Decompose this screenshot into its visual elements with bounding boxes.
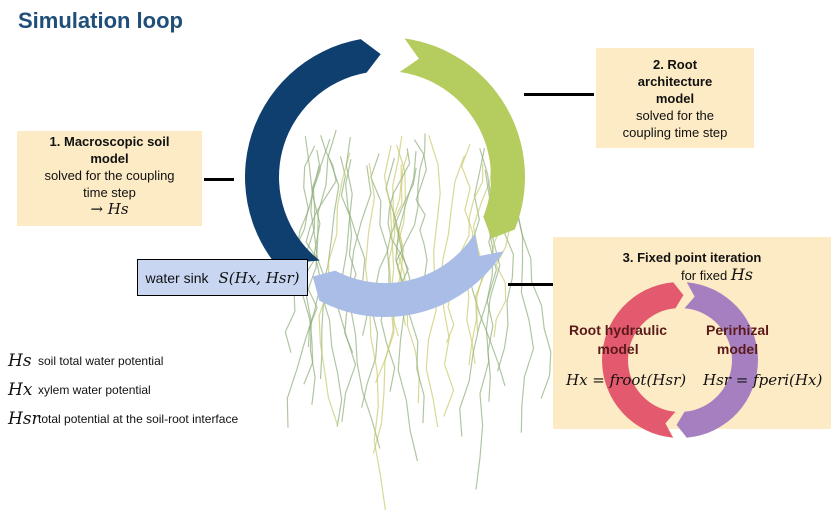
root-strand [298, 149, 321, 348]
root-strand [479, 148, 494, 402]
connector-step3 [508, 283, 553, 286]
connector-step1 [204, 178, 234, 181]
legend-text: xylem water potential [38, 383, 151, 397]
step3-box: 3. Fixed point iteration for fixed Hs [553, 237, 831, 429]
water-sink-box: water sink S(Hx, Hsr) [137, 259, 308, 296]
root-strand [305, 129, 337, 405]
root-hydraulic-arrow [601, 282, 684, 438]
step1-box: 1. Macroscopic soil model solved for the… [17, 131, 202, 226]
root-hydraulic-label: Root hydraulic model [568, 322, 667, 357]
step3-heading: 3. Fixed point iteration [622, 250, 762, 265]
page-title: Simulation loop [18, 8, 183, 33]
legend-item: Hx xylem water potential [8, 380, 151, 400]
step2-box: 2. Root architecture model solved for th… [596, 48, 754, 148]
perirhizal-arrow [676, 282, 758, 438]
perirhizal-label: Perirhizal model [705, 322, 770, 357]
root-strand [364, 163, 386, 511]
legend-symbol: Hx [8, 380, 33, 400]
perirhizal-equation: Hsr = fperi(Hx) [703, 371, 823, 389]
step3-var: Hs [730, 265, 754, 284]
root-architecture-arrow [399, 38, 525, 239]
legend-text: total potential at the soil-root interfa… [38, 412, 239, 426]
root-strand [370, 153, 396, 392]
step2-text: solved for the coupling time step [622, 108, 728, 140]
legend-symbol: Hsr [8, 409, 40, 429]
water-sink-formula: S(Hx, Hsr) [218, 268, 300, 287]
legend-text: soil total water potential [38, 354, 164, 368]
root-strand [296, 135, 337, 289]
step1-heading: 1. Macroscopic soil model [49, 134, 170, 166]
root-strand [413, 139, 433, 291]
step1-output: → Hs [90, 200, 129, 218]
soil-model-arrow [245, 39, 381, 288]
legend-symbol: Hs [8, 351, 32, 371]
step1-text: solved for the coupling time step [44, 168, 175, 200]
root-strand [387, 148, 411, 300]
root-strand [339, 156, 357, 354]
root-strand [375, 136, 403, 384]
water-sink-label: water sink [145, 269, 209, 286]
step3-text: for fixed [680, 268, 728, 283]
connector-step2 [524, 93, 594, 96]
legend-item: Hs soil total water potential [8, 351, 163, 371]
water-sink-arrow [312, 233, 504, 317]
root-hydraulic-equation: Hx = froot(Hsr) [566, 371, 687, 389]
step2-heading: 2. Root architecture model [637, 57, 713, 106]
